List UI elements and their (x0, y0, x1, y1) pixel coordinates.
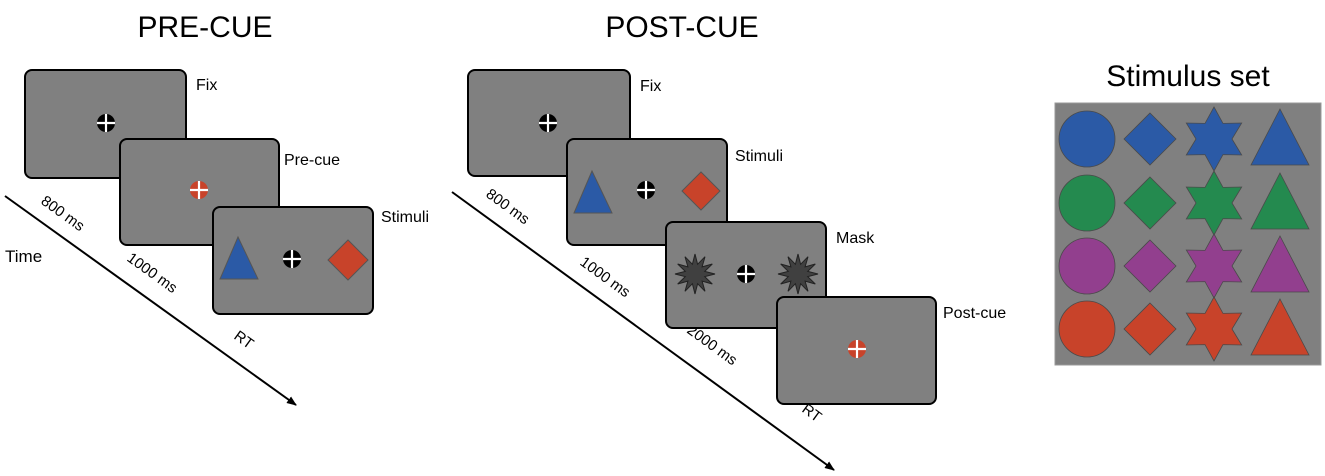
blue-circle-icon (1058, 110, 1116, 168)
green-diamond-icon (1123, 176, 1177, 230)
purple-triangle-icon (1250, 235, 1310, 293)
green-circle-icon (1058, 174, 1116, 232)
mask-starburst-left-icon (674, 253, 716, 295)
post-cue-duration-1000: 1000 ms (577, 253, 634, 301)
stimulus-set-panel: Stimulus set (1054, 60, 1322, 366)
red-diamond-icon (1123, 302, 1177, 356)
pre-cue-time-arrow (4, 195, 297, 406)
pre-cue-title: PRE-CUE (137, 11, 272, 44)
fixation-cross-icon (637, 181, 655, 199)
cue-cross-icon (848, 340, 866, 358)
post-cue-panel: POST-CUE 800 ms 1000 ms 2000 ms RT Fix (451, 11, 1006, 471)
blue-diamond-icon (1123, 112, 1177, 166)
fixation-cross-icon (283, 250, 301, 268)
pre-cue-stimuli-label: Stimuli (381, 209, 429, 226)
purple-circle-icon (1058, 237, 1116, 295)
pre-cue-time-label: Time (5, 247, 42, 266)
purple-diamond-icon (1123, 239, 1177, 293)
pre-cue-stimuli-screen: Stimuli (212, 206, 429, 315)
pre-cue-cue-label: Pre-cue (284, 152, 340, 169)
red-diamond-icon (681, 171, 721, 211)
red-star-icon (1185, 296, 1243, 362)
red-circle-icon (1058, 300, 1116, 358)
blue-triangle-icon (219, 235, 259, 280)
post-cue-stimuli-label: Stimuli (735, 148, 783, 165)
green-triangle-icon (1250, 172, 1310, 230)
post-cue-duration-800: 800 ms (483, 185, 533, 228)
pre-cue-duration-rt: RT (231, 327, 257, 352)
stimulus-set-title: Stimulus set (1106, 60, 1270, 93)
pre-cue-panel: PRE-CUE Time 800 ms 1000 ms RT Fix Pre (4, 11, 429, 406)
pre-cue-duration-800: 800 ms (38, 192, 88, 235)
post-cue-mask-label: Mask (836, 230, 875, 247)
post-cue-cue-label: Post-cue (943, 305, 1006, 322)
fixation-cross-icon (97, 114, 115, 132)
post-cue-time-arrow (451, 191, 835, 471)
fixation-cross-icon (539, 114, 557, 132)
pre-cue-duration-1000: 1000 ms (124, 249, 181, 296)
post-cue-stimuli-screen: Stimuli (566, 138, 783, 246)
stimulus-grid (1058, 106, 1310, 362)
mask-starburst-right-icon (777, 253, 819, 295)
cue-cross-icon (190, 181, 208, 199)
post-cue-fix-label: Fix (640, 78, 661, 95)
pre-cue-fix-label: Fix (196, 77, 217, 94)
post-cue-cue-screen: Post-cue (776, 296, 1006, 405)
blue-triangle-icon (1250, 108, 1310, 166)
post-cue-title: POST-CUE (605, 11, 758, 44)
blue-triangle-icon (573, 169, 613, 214)
red-triangle-icon (1250, 298, 1310, 356)
red-diamond-icon (327, 239, 369, 281)
fixation-cross-icon (737, 265, 755, 283)
